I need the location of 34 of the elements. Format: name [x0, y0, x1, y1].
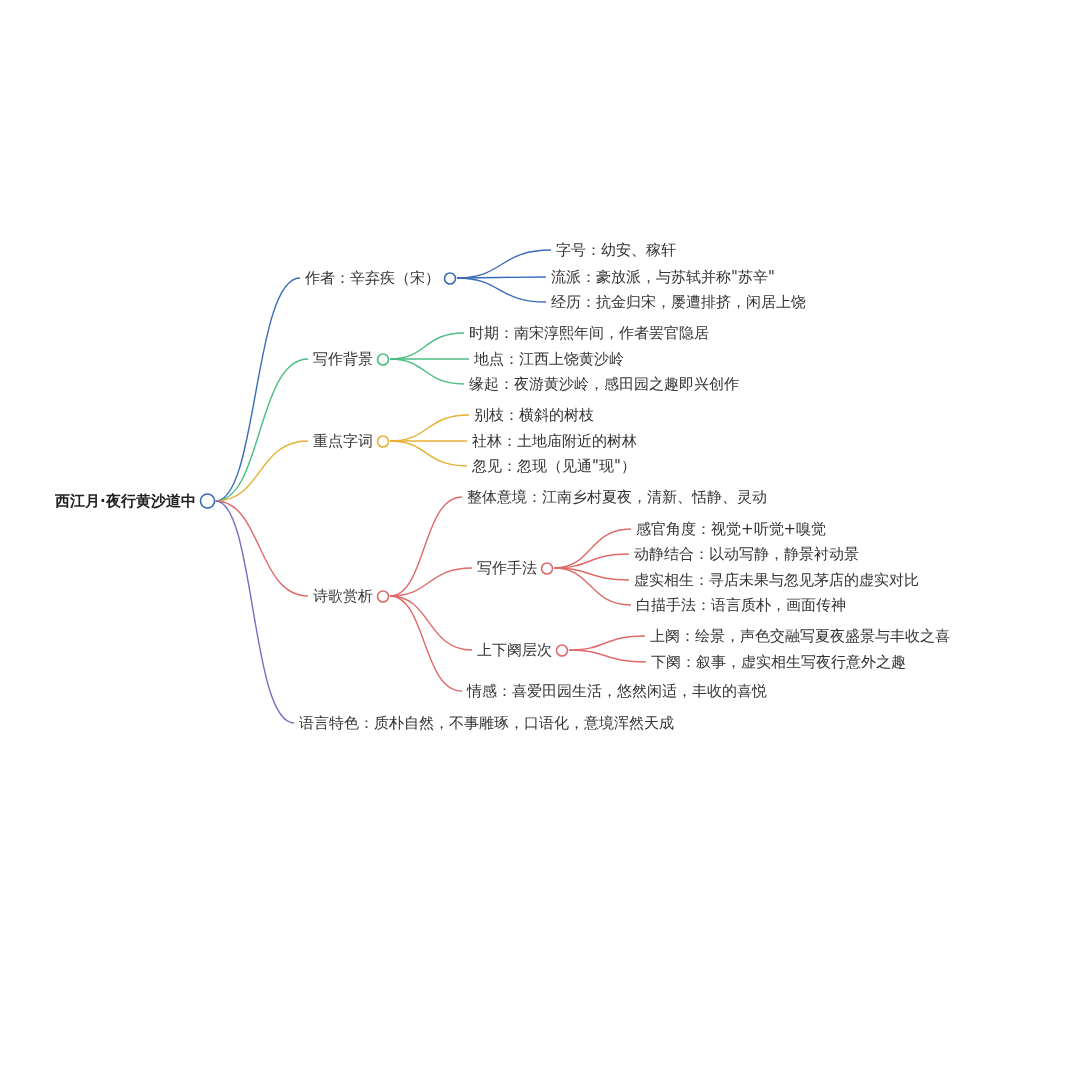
- topic-text: 情感：喜爱田园生活，悠然闲适，丰收的喜悦: [467, 681, 767, 701]
- topic-text: 上下阕层次: [477, 640, 552, 660]
- branch-line: [389, 440, 468, 467]
- branch-line: [215, 440, 309, 502]
- branch-line: [456, 277, 547, 303]
- topic-text: 时期：南宋淳熙年间，作者罢官隐居: [469, 323, 709, 343]
- topic-text: 感官角度：视觉+听觉+嗅觉: [636, 519, 827, 539]
- topic-text: 语言特色：质朴自然，不事雕琢，口语化，意境浑然天成: [299, 713, 674, 733]
- topic-text: 社林：土地庙附近的树林: [472, 431, 637, 451]
- branch-line: [215, 500, 309, 597]
- topic-text: 别枝：横斜的树枝: [474, 405, 594, 425]
- branch-line: [389, 358, 465, 385]
- topic-text: 作者：辛弃疾（宋）: [305, 268, 440, 288]
- branch-line: [553, 567, 632, 606]
- topic-text: 地点：江西上饶黄沙岭: [474, 349, 624, 369]
- topic-text: 下阕：叙事，虚实相生写夜行意外之趣: [651, 652, 906, 672]
- topic-text: 动静结合：以动写静，静景衬动景: [634, 544, 859, 564]
- topic-text: 白描手法：语言质朴，画面传神: [636, 595, 846, 615]
- branch-line: [568, 649, 647, 663]
- topic-text: 诗歌赏析: [313, 586, 373, 606]
- topic-text: 忽见：忽现（见通"现"）: [472, 456, 636, 476]
- topic-text: 写作背景: [313, 349, 373, 369]
- topic-text: 流派：豪放派，与苏轼并称"苏辛": [551, 267, 775, 287]
- root-topic: 西江月·夜行黄沙道中: [55, 491, 196, 511]
- topic-text: 整体意境：江南乡村夏夜，清新、恬静、灵动: [467, 487, 767, 507]
- topic-text: 缘起：夜游黄沙岭，感田园之趣即兴创作: [469, 374, 739, 394]
- topic-text: 虚实相生：寻店未果与忽见茅店的虚实对比: [634, 570, 919, 590]
- topic-text: 上阕：绘景，声色交融写夏夜盛景与丰收之喜: [650, 626, 950, 646]
- topic-text: 字号：幼安、稼轩: [556, 240, 676, 260]
- topic-text: 写作手法: [477, 558, 537, 578]
- branch-line: [215, 500, 295, 724]
- topic-text: 重点字词: [313, 431, 373, 451]
- topic-text: 经历：抗金归宋，屡遭排挤，闲居上饶: [551, 292, 806, 312]
- branch-line: [389, 595, 463, 692]
